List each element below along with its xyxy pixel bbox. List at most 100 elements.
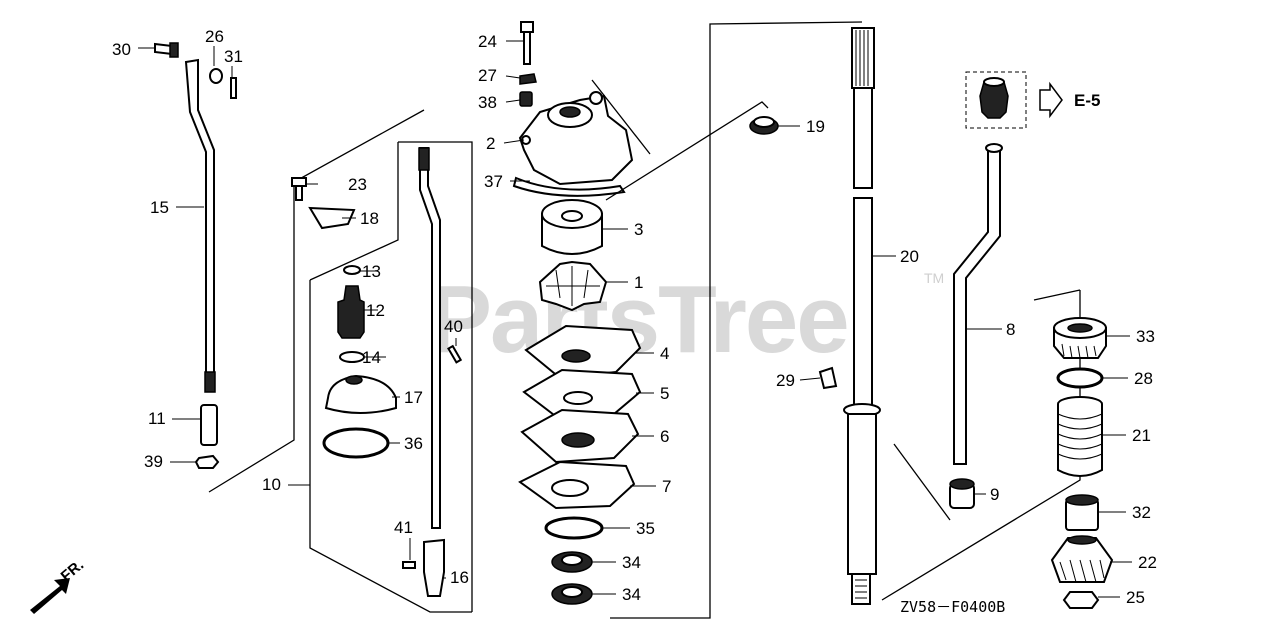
- callout-number-5[interactable]: 5: [660, 384, 669, 403]
- callout-number-39[interactable]: 39: [144, 452, 163, 471]
- callout-number-25[interactable]: 25: [1126, 588, 1145, 607]
- callout-number-17[interactable]: 17: [404, 388, 423, 407]
- part-pump-housing-2[interactable]: [518, 91, 634, 186]
- part-grommet-9[interactable]: [949, 478, 975, 509]
- callout-leader-line: [505, 99, 521, 103]
- part-bolt-30[interactable]: [154, 42, 179, 58]
- callout-number-33[interactable]: 33: [1136, 327, 1155, 346]
- callout-number-8[interactable]: 8: [1006, 320, 1015, 339]
- part-bolt-23[interactable]: [291, 177, 307, 201]
- callout-number-19[interactable]: 19: [806, 117, 825, 136]
- bracket-line-mid: [309, 142, 399, 281]
- callout-number-9[interactable]: 9: [990, 485, 999, 504]
- part-seal-34-upper[interactable]: [551, 551, 593, 573]
- pump-box-line: [610, 21, 863, 619]
- callout-number-37[interactable]: 37: [484, 172, 503, 191]
- callout-number-14[interactable]: 14: [362, 348, 381, 367]
- callout-leader-line: [505, 75, 521, 79]
- part-bush-19[interactable]: [749, 116, 779, 135]
- part-clip-29[interactable]: [818, 366, 838, 390]
- part-o-ring-13[interactable]: [343, 265, 361, 275]
- callout-number-28[interactable]: 28: [1134, 369, 1153, 388]
- callout-number-26[interactable]: 26: [205, 27, 224, 46]
- bracket-line-far-right-top: [1033, 289, 1081, 301]
- part-grommet-e5[interactable]: [979, 77, 1009, 119]
- part-shift-rod-15[interactable]: [184, 58, 215, 379]
- part-connector-16[interactable]: [423, 538, 445, 597]
- part-gasket-37[interactable]: [512, 176, 626, 197]
- callout-number-34[interactable]: 34: [622, 585, 641, 604]
- callout-number-1[interactable]: 1: [634, 273, 643, 292]
- rod-10-thread: [418, 147, 430, 171]
- watermark-tm: TM: [924, 270, 944, 286]
- callout-number-31[interactable]: 31: [224, 47, 243, 66]
- callout-number-7[interactable]: 7: [662, 477, 671, 496]
- reference-label[interactable]: E-5: [1074, 91, 1100, 110]
- callout-number-12[interactable]: 12: [366, 301, 385, 320]
- part-o-ring-36[interactable]: [322, 427, 390, 459]
- part-drive-shaft-20[interactable]: [843, 27, 881, 605]
- diagram-code: ZV58－F0400B: [900, 598, 1005, 616]
- part-water-tube-8[interactable]: [953, 149, 1001, 465]
- callout-number-4[interactable]: 4: [660, 344, 669, 363]
- callout-number-10[interactable]: 10: [262, 475, 281, 494]
- part-pin-31[interactable]: [230, 77, 237, 99]
- part-washer-14[interactable]: [339, 351, 365, 363]
- callout-number-21[interactable]: 21: [1132, 426, 1151, 445]
- callout-number-38[interactable]: 38: [478, 93, 497, 112]
- part-pinion-gear-22[interactable]: [1050, 535, 1114, 583]
- callout-number-24[interactable]: 24: [478, 32, 497, 51]
- part-bearing-32[interactable]: [1065, 494, 1099, 531]
- callout-number-16[interactable]: 16: [450, 568, 469, 587]
- callout-number-30[interactable]: 30: [112, 40, 131, 59]
- callout-number-40[interactable]: 40: [444, 317, 463, 336]
- part-plate-6[interactable]: [520, 408, 640, 464]
- bracket-line-left: [208, 109, 425, 493]
- part-washer-26[interactable]: [209, 68, 223, 84]
- bracket-line-bottom: [309, 280, 472, 613]
- reference-box: [965, 71, 1027, 129]
- part-grommet-17[interactable]: [324, 374, 397, 414]
- part-bearing-33[interactable]: [1053, 317, 1107, 359]
- part-boot-12[interactable]: [337, 285, 365, 339]
- part-o-ring-35[interactable]: [544, 516, 604, 540]
- callout-number-29[interactable]: 29: [776, 371, 795, 390]
- reference-arrow-icon[interactable]: [1039, 81, 1063, 119]
- callout-number-18[interactable]: 18: [360, 209, 379, 228]
- callout-number-35[interactable]: 35: [636, 519, 655, 538]
- part-pin-41[interactable]: [402, 561, 416, 569]
- callout-number-11[interactable]: 11: [148, 409, 166, 428]
- part-gasket-7[interactable]: [518, 460, 636, 510]
- part-impeller-1[interactable]: [538, 260, 608, 312]
- part-plate-18[interactable]: [308, 206, 356, 230]
- part-seal-34-lower[interactable]: [551, 583, 593, 605]
- callout-number-3[interactable]: 3: [634, 220, 643, 239]
- part-bolt-24[interactable]: [520, 21, 534, 65]
- part-collar-11[interactable]: [200, 404, 218, 446]
- part-pin-40[interactable]: [447, 344, 463, 364]
- callout-number-27[interactable]: 27: [478, 66, 497, 85]
- callout-leader-line: [503, 139, 525, 144]
- callout-number-15[interactable]: 15: [150, 198, 169, 217]
- callout-number-34[interactable]: 34: [622, 553, 641, 572]
- callout-number-20[interactable]: 20: [900, 247, 919, 266]
- callout-number-41[interactable]: 41: [394, 518, 413, 537]
- pump-guide-line-2: [605, 101, 769, 201]
- callout-number-22[interactable]: 22: [1138, 553, 1157, 572]
- callout-number-6[interactable]: 6: [660, 427, 669, 446]
- part-spring-21[interactable]: [1057, 396, 1103, 477]
- part-shim-28[interactable]: [1056, 367, 1104, 389]
- part-washer-27[interactable]: [519, 73, 537, 85]
- part-nut-25[interactable]: [1062, 591, 1100, 609]
- callout-number-23[interactable]: 23: [348, 175, 367, 194]
- callout-number-36[interactable]: 36: [404, 434, 423, 453]
- part-nut-39[interactable]: [194, 454, 220, 469]
- pump-guide-line: [591, 79, 651, 155]
- callout-number-13[interactable]: 13: [362, 262, 381, 281]
- callout-number-32[interactable]: 32: [1132, 503, 1151, 522]
- callout-number-2[interactable]: 2: [486, 134, 495, 153]
- rod-thread: [204, 371, 216, 393]
- part-collar-38[interactable]: [519, 91, 533, 107]
- part-insert-3[interactable]: [541, 199, 603, 255]
